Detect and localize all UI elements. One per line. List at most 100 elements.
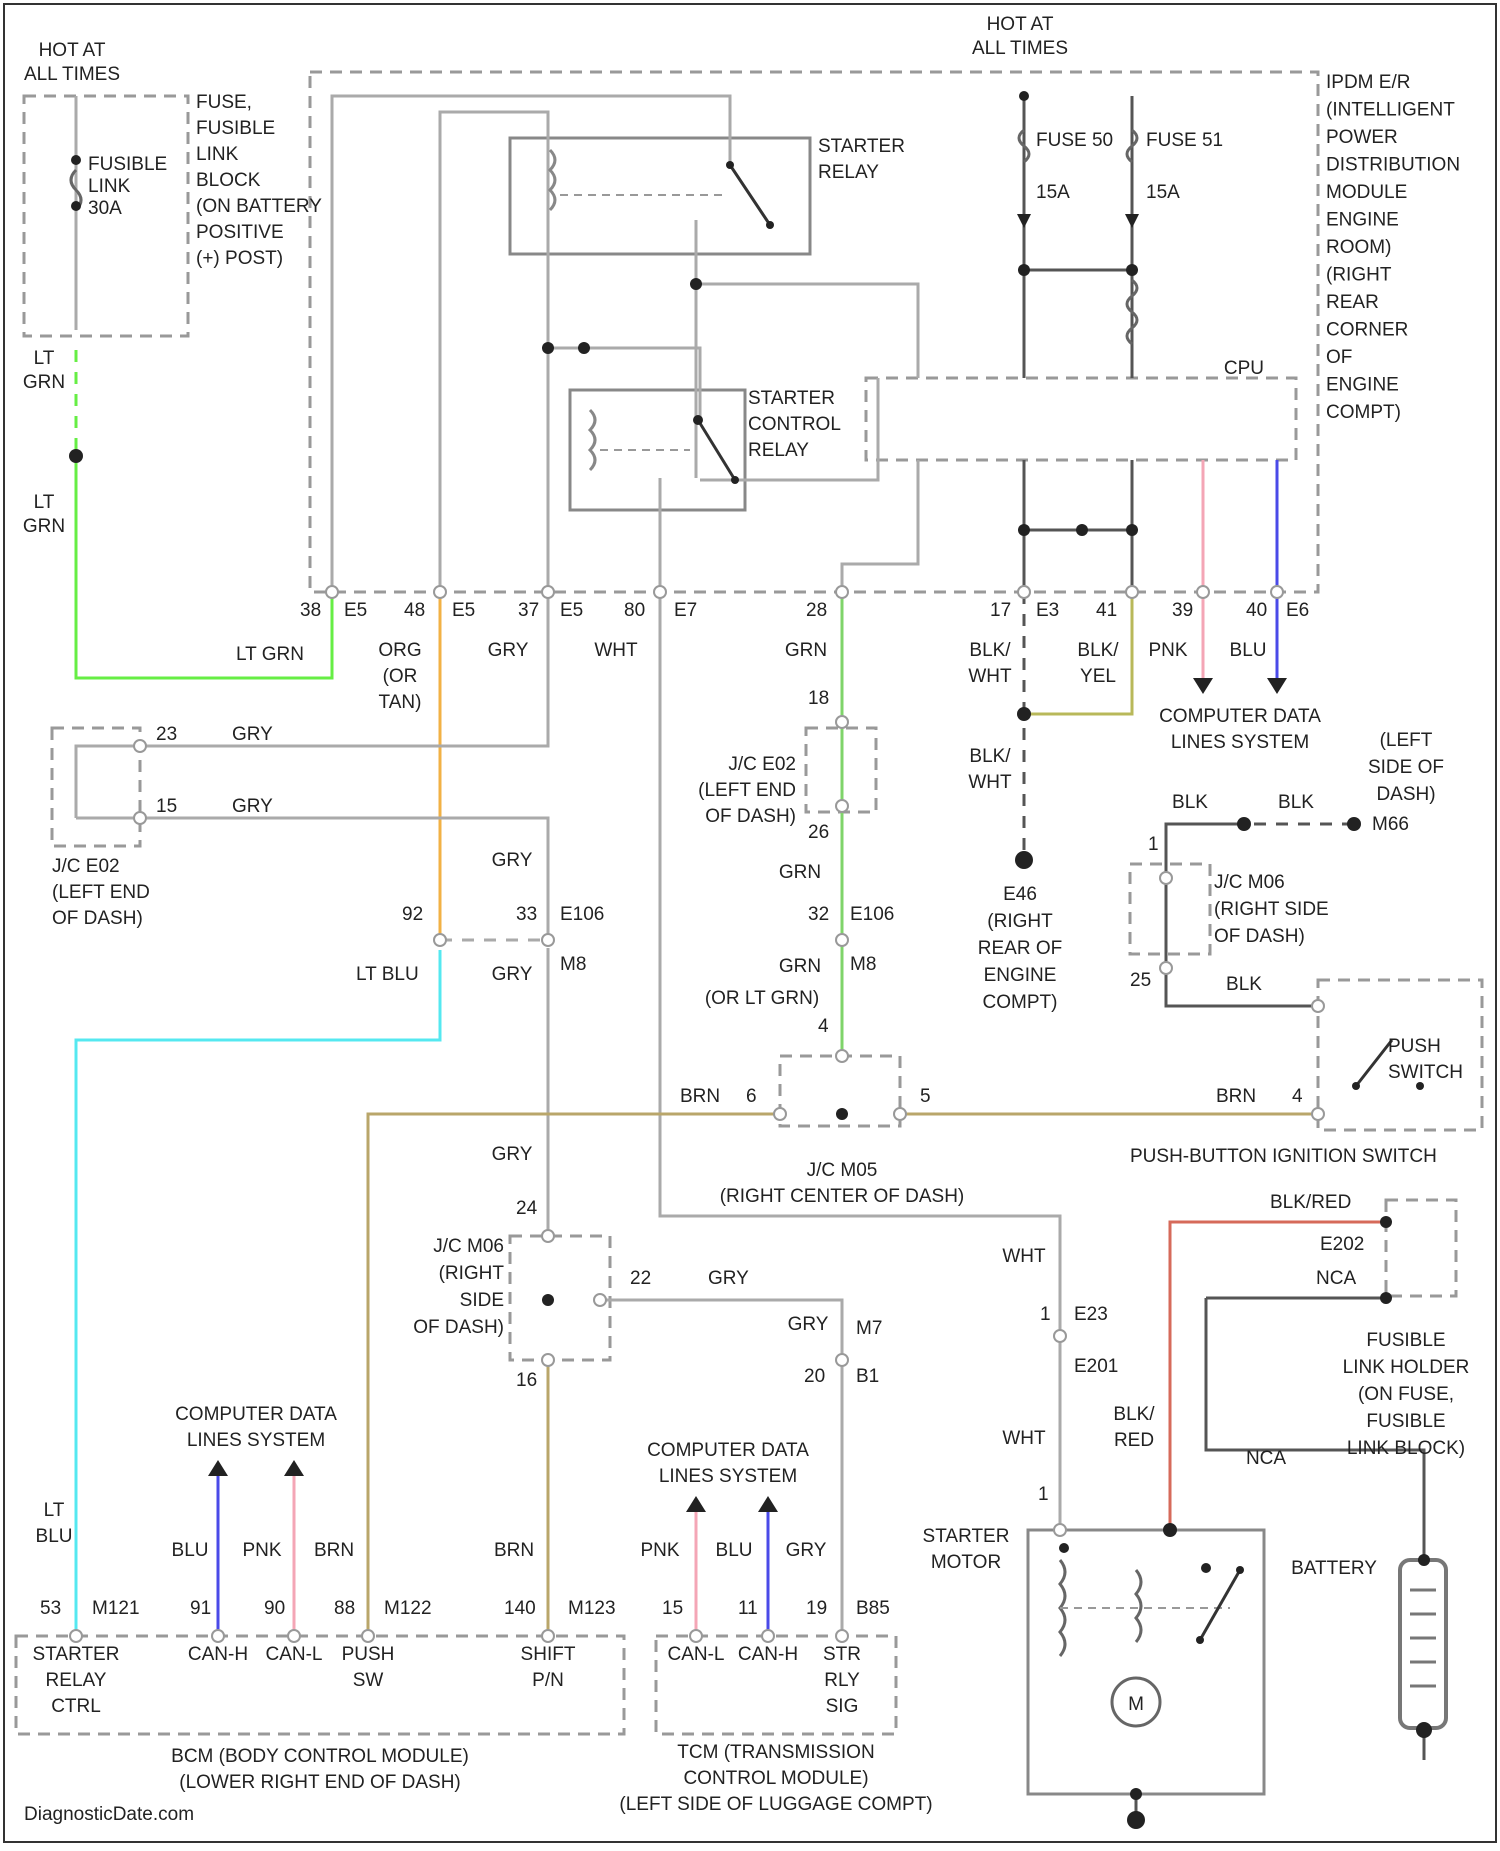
- label-tcm-canl: CAN-L: [667, 1644, 724, 1665]
- label-pin-1-s: 1: [1038, 1484, 1049, 1505]
- label-pin-39: 39: [1172, 600, 1193, 621]
- wire-gry-15: [76, 818, 548, 940]
- splice-dot: [1127, 1811, 1145, 1829]
- splice-dot: [1059, 1543, 1069, 1553]
- splice-dot: [69, 449, 83, 463]
- label-brn-b: BRN: [1216, 1086, 1256, 1107]
- wire-gry-23: [76, 592, 548, 818]
- arrow-up-pnk-bcm: [284, 1460, 304, 1476]
- label-fuse-50-amp: 15A: [1036, 182, 1070, 203]
- battery-cells: [1410, 1590, 1436, 1686]
- connector-pin: [1271, 586, 1283, 598]
- splice-dot: [1015, 851, 1033, 869]
- label-fuse-51-amp: 15A: [1146, 182, 1180, 203]
- label-pin-e7: E7: [674, 600, 697, 621]
- label-footer: DiagnosticDate.com: [24, 1804, 194, 1825]
- label-pin-17: 17: [990, 600, 1011, 621]
- label-pin-16: 16: [516, 1370, 537, 1391]
- label-fuse-block: FUSE,FUSIBLELINKBLOCK(ON BATTERYPOSITIVE…: [196, 92, 322, 269]
- splice-dot: [1347, 817, 1361, 831]
- label-pin-90: 90: [264, 1598, 285, 1619]
- connector-pin: [1018, 586, 1030, 598]
- connector-pin: [1054, 1330, 1066, 1342]
- label-lt-blu-b: LTBLU: [36, 1500, 73, 1547]
- label-gry-c: GRY: [492, 964, 533, 985]
- label-grn-or: (OR LT GRN): [705, 988, 819, 1009]
- label-wht-b: WHT: [1002, 1246, 1046, 1267]
- label-pin-18: 18: [808, 688, 829, 709]
- wire-ipdm-pin38-feed: [332, 96, 730, 592]
- label-pin-b85: B85: [856, 1598, 890, 1619]
- label-pin-88: 88: [334, 1598, 355, 1619]
- label-tcm-name: TCM (TRANSMISSIONCONTROL MODULE)(LEFT SI…: [619, 1742, 932, 1815]
- connector-pin: [1312, 1108, 1324, 1120]
- label-gry-d: GRY: [492, 1144, 533, 1165]
- label-pnk-c: PNK: [640, 1540, 679, 1561]
- label-pin-22: 22: [630, 1268, 651, 1289]
- label-blk-b: BLK: [1278, 792, 1314, 813]
- label-pin-32: 32: [808, 904, 829, 925]
- label-pin-24: 24: [516, 1198, 538, 1219]
- label-pin-m122: M122: [384, 1598, 432, 1619]
- label-pin-20: 20: [804, 1366, 825, 1387]
- label-pin-37: 37: [518, 600, 539, 621]
- splice-dot: [1019, 91, 1029, 101]
- label-brn-a: BRN: [680, 1086, 720, 1107]
- label-gry-g: GRY: [786, 1540, 827, 1561]
- label-pin-40: 40: [1246, 600, 1267, 621]
- arrow-down-blu: [1267, 678, 1287, 694]
- label-pin-m8-a: M8: [560, 954, 586, 975]
- connector-pin: [542, 1630, 554, 1642]
- splice-dot: [542, 1294, 554, 1306]
- label-jc-m06: J/C M06(RIGHTSIDEOF DASH): [413, 1236, 504, 1338]
- wires-group: [76, 96, 1424, 1820]
- connector-pin: [542, 1354, 554, 1366]
- label-starter-motor: STARTERMOTOR: [923, 1526, 1010, 1573]
- splice-dot: [836, 1108, 848, 1120]
- label-starter-control-relay: STARTERCONTROLRELAY: [748, 388, 841, 461]
- connector-pin: [70, 1630, 82, 1642]
- label-cpu: CPU: [1224, 358, 1264, 379]
- label-wht-a: WHT: [594, 640, 638, 661]
- connector-pin: [836, 716, 848, 728]
- connector-pin: [1197, 586, 1209, 598]
- label-pin-m123: M123: [568, 1598, 616, 1619]
- connector-pin: [836, 1630, 848, 1642]
- label-brn-d: BRN: [494, 1540, 534, 1561]
- wire-relay-cpu: [696, 284, 918, 378]
- connector-pin: [212, 1630, 224, 1642]
- label-cdl-bcm: COMPUTER DATALINES SYSTEM: [175, 1404, 337, 1451]
- splice-dot: [1126, 524, 1138, 536]
- label-pin-e23: E23: [1074, 1304, 1108, 1325]
- connector-pin: [1160, 962, 1172, 974]
- connector-pin: [434, 934, 446, 946]
- label-pin-4-b: 4: [1292, 1086, 1303, 1107]
- label-grn-c: GRN: [779, 956, 821, 977]
- starter-relay-switch: [550, 150, 774, 229]
- connector-pin: [894, 1108, 906, 1120]
- label-pin-m7: M7: [856, 1318, 882, 1339]
- splice-dot: [1076, 524, 1088, 536]
- label-fuse-50: FUSE 50: [1036, 130, 1113, 151]
- label-pin-38: 38: [300, 600, 321, 621]
- label-pin-15: 15: [662, 1598, 683, 1619]
- arrow-up-blu-bcm: [208, 1460, 228, 1476]
- label-fl-holder: FUSIBLELINK HOLDER(ON FUSE,FUSIBLELINK B…: [1343, 1330, 1470, 1459]
- label-pin-e6: E6: [1286, 600, 1309, 621]
- label-gry-e: GRY: [708, 1268, 749, 1289]
- label-pin-25: 25: [1130, 970, 1151, 991]
- wire-lt-blu-wire: [76, 950, 440, 1636]
- labels-group: HOT ATALL TIMESHOT ATALL TIMESFUSIBLELIN…: [23, 14, 1469, 1825]
- label-org-wire: ORG(ORTAN): [378, 640, 421, 713]
- label-push-button: PUSH-BUTTON IGNITION SWITCH: [1130, 1146, 1437, 1167]
- label-nca-b: NCA: [1246, 1448, 1286, 1469]
- connector-pin: [288, 1630, 300, 1642]
- arrow-up-pnk-tcm: [686, 1496, 706, 1512]
- label-pin-19: 19: [806, 1598, 827, 1619]
- label-blk-c: BLK: [1226, 974, 1262, 995]
- fl-holder-box: [1386, 1200, 1456, 1296]
- label-pin-48: 48: [404, 600, 425, 621]
- label-blk-a: BLK: [1172, 792, 1208, 813]
